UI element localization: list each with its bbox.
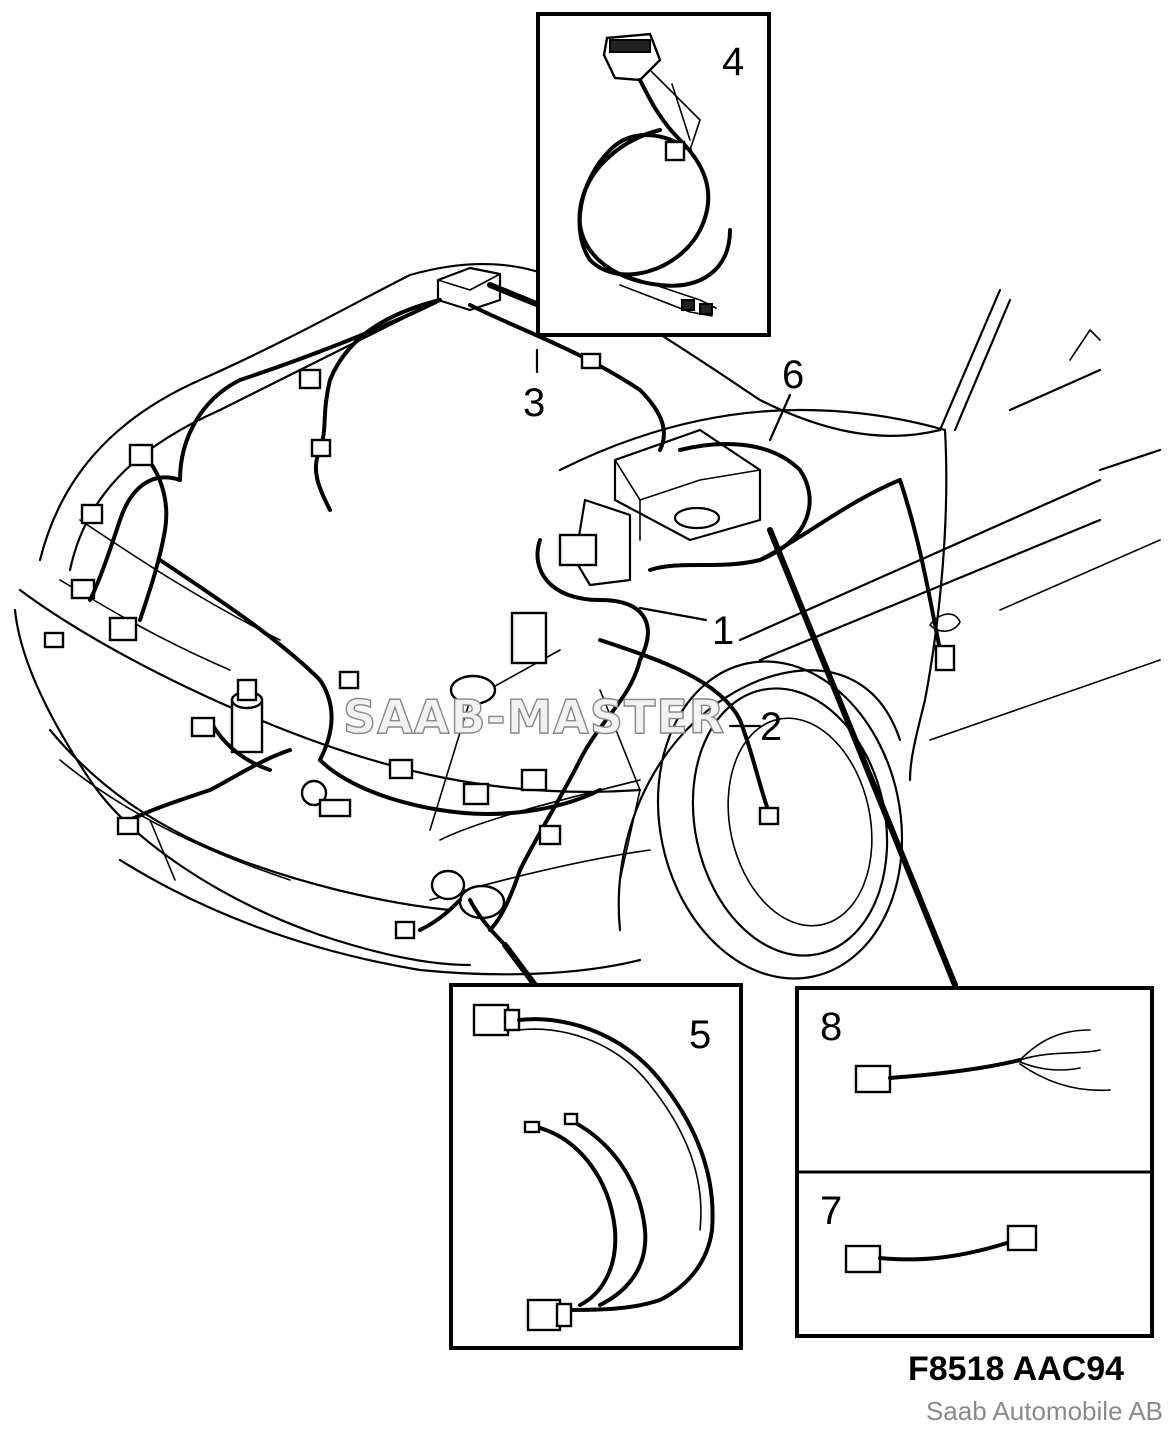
detail-box-4: 4 (536, 12, 771, 337)
callout-3: 3 (523, 381, 545, 425)
detail-box-5: 5 (449, 983, 743, 1350)
car-body-outline (13, 263, 1162, 980)
firewall-connector-box (436, 266, 502, 312)
leader-to-box-5 (502, 942, 538, 988)
callout-4: 4 (722, 40, 744, 84)
copyright: Saab Automobile AB (925, 1396, 1163, 1426)
callout-6: 6 (782, 353, 804, 397)
leader-to-box-8 (767, 527, 958, 988)
detail-box-8-7: 8 7 (795, 986, 1154, 1338)
callout-1: 1 (712, 609, 734, 653)
callout-7: 7 (820, 1189, 842, 1233)
figure-code: F8518 AAC94 (908, 1350, 1125, 1388)
callout-2: 2 (760, 705, 782, 749)
watermark: SAAB-MASTER (343, 690, 725, 744)
callout-8: 8 (820, 1005, 842, 1049)
harness-connectors (80, 352, 956, 940)
engine-bay-components (43, 428, 762, 920)
wiring-harness-runs (88, 298, 942, 952)
callout-5: 5 (689, 1013, 711, 1057)
